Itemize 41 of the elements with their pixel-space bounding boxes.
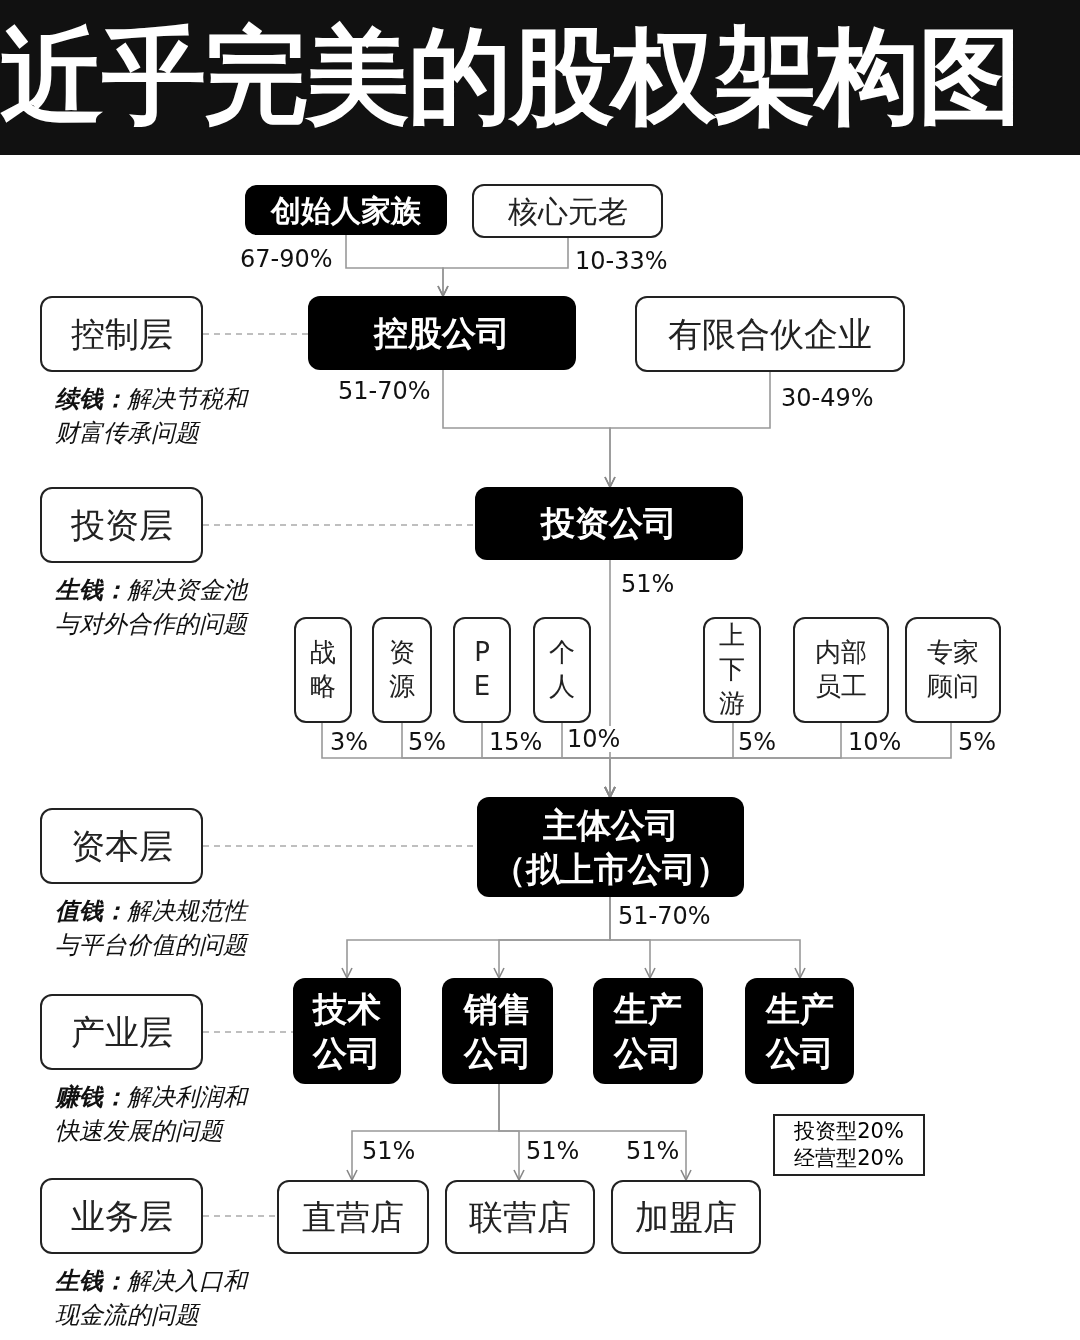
arrow (604, 722, 952, 798)
layer-note: 赚钱：解决利润和快速发展的问题 (55, 1082, 250, 1147)
company-box: 生产公司 (745, 978, 854, 1084)
shareholder-box: 上下游 (703, 617, 761, 723)
layer-box: 产业层 (40, 994, 203, 1070)
company-box: 加盟店 (611, 1180, 761, 1254)
company-box: 控股公司 (308, 296, 576, 370)
company-box: 销售公司 (442, 978, 553, 1084)
shareholder-box: 战略 (294, 617, 352, 723)
layer-note: 生钱：解决资金池与对外合作的问题 (55, 575, 250, 640)
company-box: 投资公司 (475, 487, 743, 560)
layer-note: 续钱：解决节税和财富传承问题 (55, 384, 250, 449)
layer-note: 值钱：解决规范性与平台价值的问题 (55, 896, 250, 961)
arrow (498, 1083, 692, 1181)
company-box: 创始人家族 (245, 185, 447, 235)
dashed-connector (202, 1215, 278, 1217)
title: 近乎完美的股权架构图 (0, 14, 1020, 138)
company-box: 生产公司 (593, 978, 703, 1084)
layer-box: 控制层 (40, 296, 203, 372)
layer-box: 资本层 (40, 808, 203, 884)
company-box: 专家顾问 (905, 617, 1001, 723)
shareholder-box: 资源 (372, 617, 432, 723)
shareholder-box: PE (453, 617, 511, 723)
company-box: 联营店 (445, 1180, 595, 1254)
shareholder-box: 个人 (533, 617, 591, 723)
company-box: 主体公司 （拟上市公司） (477, 797, 744, 897)
note-box: 投资型20% 经营型20% (773, 1114, 925, 1176)
company-box: 技术公司 (293, 978, 401, 1084)
dashed-connector (202, 333, 309, 335)
layer-box: 投资层 (40, 487, 203, 563)
company-box: 内部员工 (793, 617, 889, 723)
arrow (604, 371, 771, 488)
layer-box: 业务层 (40, 1178, 203, 1254)
dashed-connector (202, 524, 476, 526)
arrow (437, 237, 569, 297)
company-box: 有限合伙企业 (635, 296, 905, 372)
layer-note: 生钱：解决入口和现金流的问题 (55, 1266, 250, 1331)
arrow (609, 896, 806, 979)
company-box: 核心元老 (472, 184, 663, 238)
company-box: 直营店 (277, 1180, 429, 1254)
dashed-connector (202, 1031, 294, 1033)
